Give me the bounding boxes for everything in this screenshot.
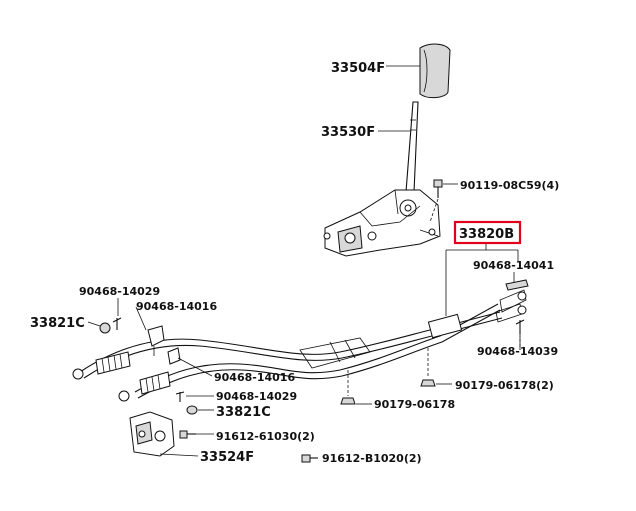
label-bracket[interactable]: 33524F	[200, 450, 254, 465]
label-retainer-center[interactable]: 33821C	[216, 405, 271, 420]
label-clip-left-mid[interactable]: 90468-14016	[136, 300, 217, 313]
label-bolt-bottom[interactable]: 91612-B1020(2)	[322, 452, 422, 465]
clip-top-right-icon	[505, 279, 529, 291]
label-clip-center-b[interactable]: 90468-14029	[216, 390, 297, 403]
label-nut-right[interactable]: 90179-06178(2)	[455, 379, 554, 392]
label-nut-center[interactable]: 90179-06178	[374, 398, 455, 411]
shift-lever-housing	[323, 189, 441, 257]
retainer-left-icon	[99, 322, 111, 334]
shift-lever	[405, 101, 419, 193]
label-clip-center-a[interactable]: 90468-14016	[214, 371, 295, 384]
label-lever[interactable]: 33530F	[321, 125, 375, 140]
cable-end-right	[427, 289, 527, 339]
highlight-box	[453, 220, 522, 245]
label-clip-right-lower[interactable]: 90468-14039	[477, 345, 558, 358]
label-clip-left-top[interactable]: 90468-14029	[79, 285, 160, 298]
label-clip-top-right[interactable]: 90468-14041	[473, 259, 554, 272]
clip-center-b-icon	[175, 391, 185, 402]
bottom-bolt-icon	[301, 454, 318, 463]
shift-knob	[419, 43, 451, 99]
bracket-bolt-icon	[179, 430, 196, 439]
nut-center-icon	[340, 370, 356, 405]
clip-left-mid-icon	[147, 325, 165, 356]
label-lever-bolt[interactable]: 90119-08C59(4)	[460, 179, 559, 192]
shift-cables	[79, 303, 503, 399]
clip-center-a-icon	[167, 347, 181, 365]
label-cable-assy[interactable]: 33820B	[459, 227, 514, 242]
label-retainer-left[interactable]: 33821C	[30, 316, 85, 331]
clip-left-top-icon	[112, 317, 122, 330]
retainer-center-icon	[186, 405, 198, 415]
bracket-icon	[129, 411, 175, 457]
cable-end-left-lower	[118, 371, 171, 402]
nut-right-icon	[420, 348, 436, 387]
lever-bolt-icon	[429, 179, 443, 223]
leader-lines	[87, 65, 521, 457]
cable-end-left-upper	[72, 351, 131, 380]
label-bolt-bracket[interactable]: 91612-61030(2)	[216, 430, 315, 443]
label-knob[interactable]: 33504F	[331, 61, 385, 76]
